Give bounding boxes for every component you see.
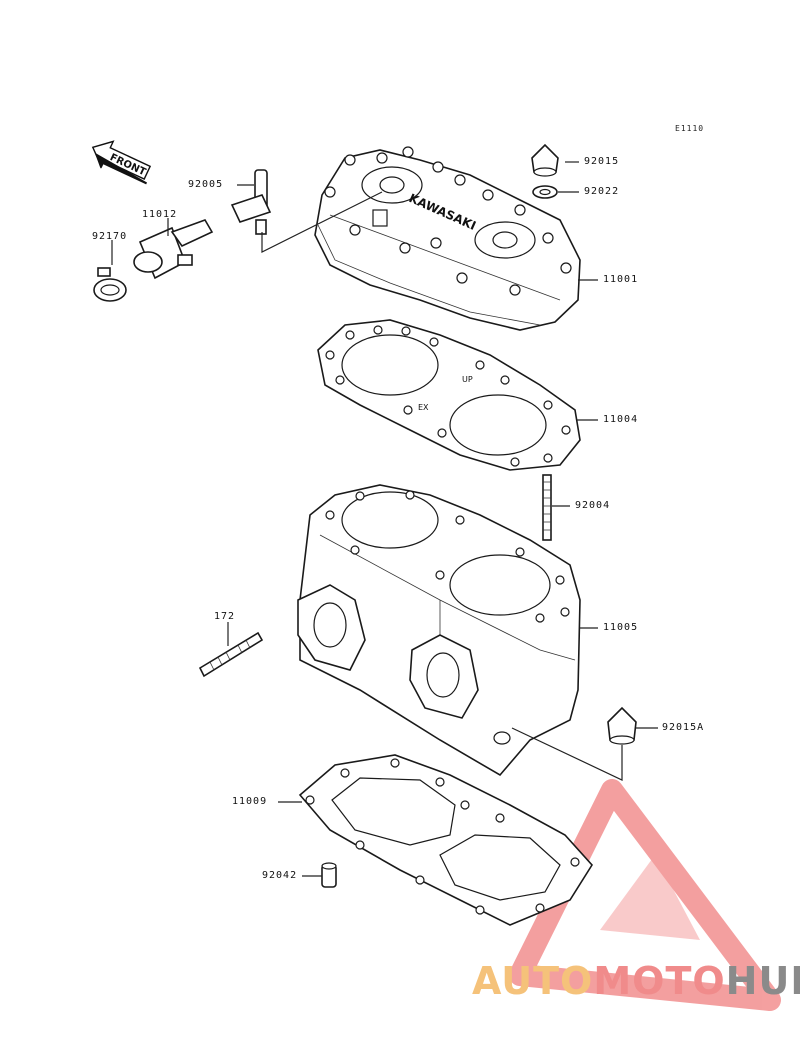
part-label-92022: 92022 xyxy=(584,186,620,197)
base-gasket xyxy=(298,754,593,926)
washer-92022 xyxy=(532,185,558,199)
part-label-92005: 92005 xyxy=(188,179,224,190)
part-label-11012: 11012 xyxy=(142,209,178,220)
part-label-92004: 92004 xyxy=(575,500,611,511)
cylinder-block xyxy=(297,484,581,777)
cap-nut-92015a xyxy=(607,706,637,745)
part-label-11005: 11005 xyxy=(603,622,639,633)
watermark-part-3: HUB xyxy=(725,959,800,1003)
dowel-pin-92042 xyxy=(321,862,337,888)
clamp-92170 xyxy=(93,267,127,302)
gasket-mark-up: UP xyxy=(462,375,473,384)
watermark-part-2: MOTO xyxy=(593,959,726,1003)
part-label-92042: 92042 xyxy=(262,870,298,881)
part-label-92170: 92170 xyxy=(92,231,128,242)
part-label-11001: 11001 xyxy=(603,274,639,285)
part-label-11009: 11009 xyxy=(232,796,268,807)
gasket-mark-ex: EX xyxy=(418,403,429,412)
front-arrow-icon: FRONT xyxy=(91,140,152,185)
diagram-reference-code: E1110 xyxy=(675,124,705,133)
watermark-text: AUTOMOTOHUB xyxy=(472,958,800,1004)
part-label-11004: 11004 xyxy=(603,414,639,425)
head-gasket: UP EX xyxy=(317,319,581,471)
valve-11012 xyxy=(133,219,214,280)
part-label-172: 172 xyxy=(214,611,236,622)
part-label-92015: 92015 xyxy=(584,156,620,167)
fitting-92005 xyxy=(230,169,272,235)
stud-92004 xyxy=(542,474,552,541)
watermark-part-1: AUTO xyxy=(472,959,594,1003)
part-label-92015a: 92015A xyxy=(662,722,705,733)
cap-nut-92015 xyxy=(531,143,559,177)
stud-172 xyxy=(198,631,264,678)
leader-lines xyxy=(111,161,658,877)
